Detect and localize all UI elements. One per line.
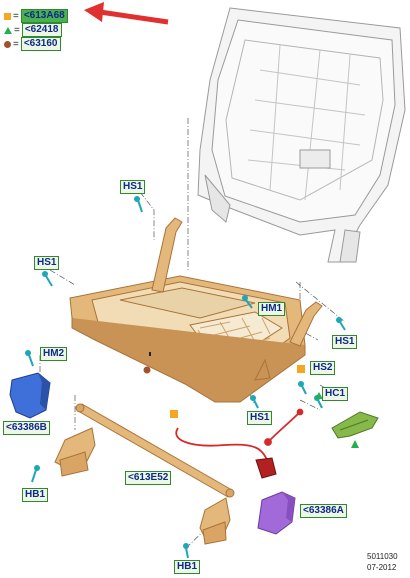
bolt-hs1-top (134, 196, 143, 213)
callout-63386b[interactable]: <63386B (3, 421, 50, 435)
green-release-handle (331, 411, 379, 439)
legend-label-613a68[interactable]: <613A68 (20, 9, 68, 23)
seat-cushion-frame (69, 217, 323, 403)
purple-side-bracket (257, 491, 296, 535)
bolt-hm2 (25, 350, 34, 367)
bolt-hm1 (242, 295, 253, 309)
square-orange-marker-cable (170, 410, 178, 418)
front-cross-tube (75, 403, 235, 498)
square-orange-marker-hs2 (297, 365, 305, 373)
bolt-hb1-left (31, 465, 40, 483)
seat-back-frame (197, 7, 406, 263)
circle-icon (4, 40, 11, 48)
legend-row-triangle: = <62418 (4, 23, 62, 37)
circle-brown-marker (143, 366, 151, 374)
bolt-hs1-bottom (250, 395, 259, 409)
diagram-date: 07-2012 (367, 563, 397, 572)
triangle-green-marker-handle (351, 440, 359, 448)
callout-63386a[interactable]: <63386A (300, 504, 347, 518)
callout-hm1[interactable]: HM1 (258, 302, 286, 316)
legend-eq: = (14, 24, 20, 36)
red-release-cable (175, 408, 304, 463)
legend-eq: = (13, 10, 19, 22)
diagram-reference-number: 5011030 (367, 552, 398, 561)
callout-hs2[interactable]: HS2 (310, 361, 336, 375)
bolt-hs1-left (42, 271, 53, 287)
bolt-hb1-bottom (183, 543, 189, 559)
triangle-icon (4, 26, 12, 34)
cable-clip (255, 457, 277, 479)
callout-hs1-top[interactable]: HS1 (120, 180, 146, 194)
callout-hs1-right[interactable]: HS1 (332, 335, 358, 349)
left-front-bracket (54, 427, 96, 477)
right-front-bracket (199, 497, 231, 545)
callout-hb1-left[interactable]: HB1 (22, 488, 49, 502)
bolt-hs2 (298, 381, 307, 395)
legend-eq: = (13, 38, 19, 50)
callout-hc1[interactable]: HC1 (322, 387, 349, 401)
callout-hm2[interactable]: HM2 (40, 347, 68, 361)
legend-row-square: = <613A68 (4, 9, 68, 23)
legend-row-circle: = <63160 (4, 37, 61, 51)
triangle-green-marker-hc1 (315, 392, 323, 399)
square-icon (4, 12, 11, 20)
bolt-hs1-right (336, 317, 346, 331)
callout-613e52[interactable]: <613E52 (125, 471, 172, 485)
legend-label-62418[interactable]: <62418 (21, 23, 62, 37)
callout-hs1-bottom[interactable]: HS1 (247, 411, 273, 425)
legend-label-63160[interactable]: <63160 (20, 37, 61, 51)
callout-hs1-left[interactable]: HS1 (34, 256, 60, 270)
callout-hb1-bottom[interactable]: HB1 (174, 560, 201, 574)
blue-side-bracket (9, 372, 51, 419)
red-pointer-arrow (84, 2, 169, 25)
